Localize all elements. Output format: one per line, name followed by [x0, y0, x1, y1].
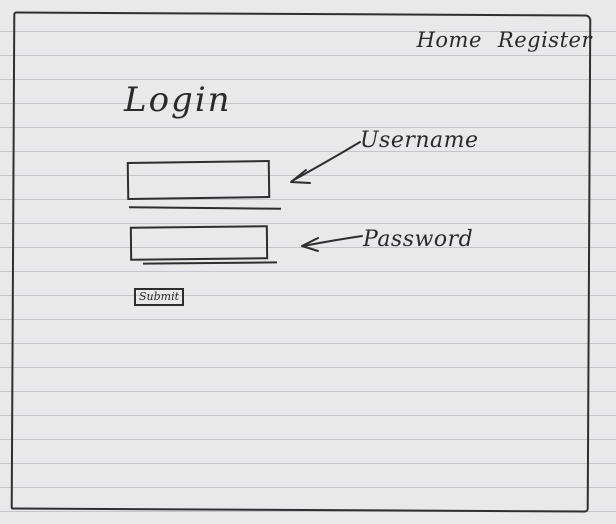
top-nav: Home Register: [417, 28, 592, 52]
nav-register-link[interactable]: Register: [497, 28, 592, 52]
arrow-left-icon: [301, 235, 363, 252]
password-annotation: Password: [363, 227, 474, 252]
username-annotation: Username: [360, 128, 479, 153]
nav-home-link[interactable]: Home: [416, 28, 482, 52]
page-title: Login: [124, 80, 232, 120]
submit-button[interactable]: Submit: [134, 288, 185, 306]
arrow-left-icon: [290, 141, 361, 184]
